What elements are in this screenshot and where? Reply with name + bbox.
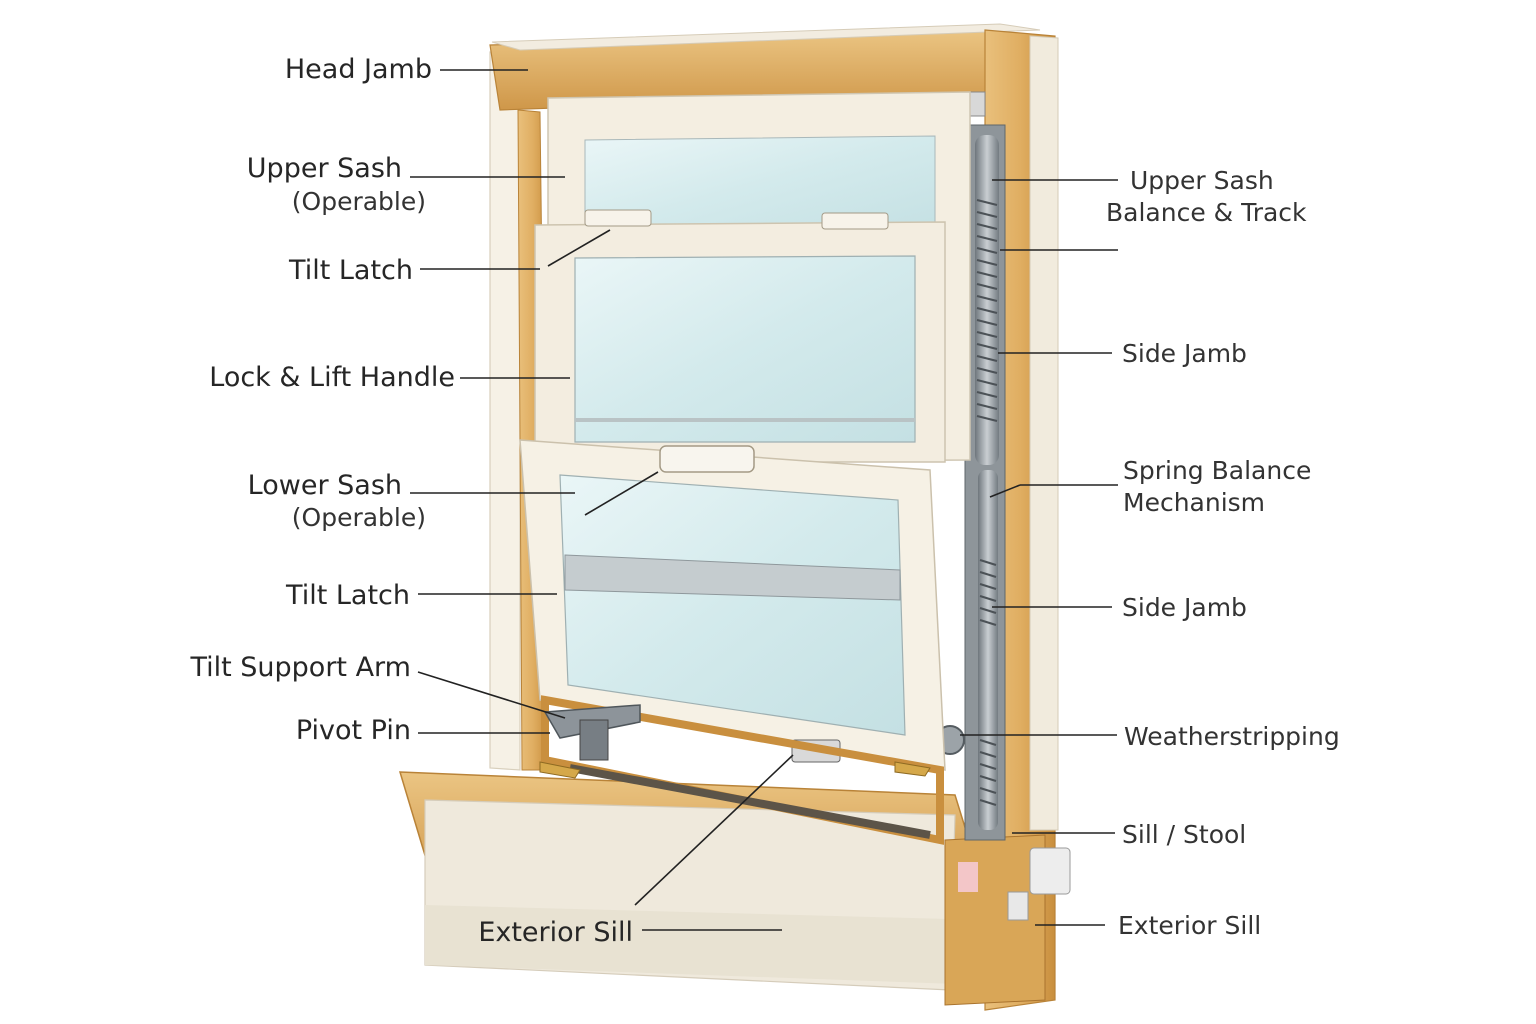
leader-exterior-sill-diag <box>634 754 794 906</box>
left-labels: Head Jamb Upper Sash (Operable) Tilt Lat… <box>189 54 633 948</box>
label-pivot-pin: Pivot Pin <box>296 715 411 746</box>
leader-tilt-support-arm <box>417 671 566 719</box>
label-spring-balance-line1: Spring Balance <box>1123 456 1311 485</box>
label-spring-balance-line2: Mechanism <box>1123 488 1265 517</box>
label-tilt-latch-upper: Tilt Latch <box>288 255 413 286</box>
lower-track-dark <box>569 764 931 839</box>
upper-balance-tube <box>975 135 999 465</box>
lower-coil-spring <box>979 559 997 806</box>
label-side-jamb-lower: Side Jamb <box>1122 593 1247 622</box>
pink-insulation <box>958 862 978 892</box>
label-sill-stool: Sill / Stool <box>1122 820 1246 849</box>
label-upper-sash: Upper Sash <box>247 153 402 184</box>
pivot-pin-block <box>579 719 609 761</box>
leader-lower-sash-diag <box>584 471 659 516</box>
upper-coil-spring <box>976 199 998 422</box>
label-weatherstripping: Weatherstripping <box>1124 722 1340 751</box>
frame-left-vinyl <box>489 51 521 771</box>
label-tilt-support-arm: Tilt Support Arm <box>189 652 411 683</box>
window-illustration <box>398 23 1071 1011</box>
sill-screw-plate <box>1007 891 1029 921</box>
leader-tilt-latch-upper-diag <box>547 229 611 267</box>
upper-main-glass <box>574 255 916 443</box>
lock-lift-handle <box>659 445 755 473</box>
lower-sash-track <box>541 695 944 845</box>
label-exterior-sill-right: Exterior Sill <box>1118 911 1261 940</box>
brass-pivot-left <box>539 761 581 779</box>
head-jamb-top <box>491 23 1041 51</box>
label-upper-sash-balance-line2: Balance & Track <box>1106 198 1307 227</box>
label-upper-sash-balance-line1: Upper Sash <box>1130 166 1274 195</box>
leader-spring-balance <box>989 484 1021 498</box>
label-lower-sash: Lower Sash <box>248 470 402 501</box>
exterior-sill-face <box>425 905 985 985</box>
brass-pivot-right <box>894 761 931 777</box>
label-lock-lift-handle: Lock & Lift Handle <box>209 362 455 393</box>
label-tilt-latch-lower: Tilt Latch <box>285 580 410 611</box>
lower-sash-glass <box>559 474 906 736</box>
leader-lines <box>410 69 1118 931</box>
tilt-latch-upper-left <box>584 209 652 227</box>
label-lower-sash-sub: (Operable) <box>292 503 426 532</box>
label-head-jamb: Head Jamb <box>285 54 432 85</box>
lower-sash-rail <box>564 554 901 601</box>
label-upper-sash-sub: (Operable) <box>292 187 426 216</box>
label-exterior-sill-bottom: Exterior Sill <box>478 917 633 948</box>
tilt-latch-upper-right <box>821 212 889 230</box>
frame-right-vinyl <box>1029 35 1059 831</box>
right-labels: Upper Sash Balance & Track Side Jamb Spr… <box>1106 166 1340 940</box>
sill-bracket <box>1029 847 1071 895</box>
label-side-jamb-upper: Side Jamb <box>1122 339 1247 368</box>
